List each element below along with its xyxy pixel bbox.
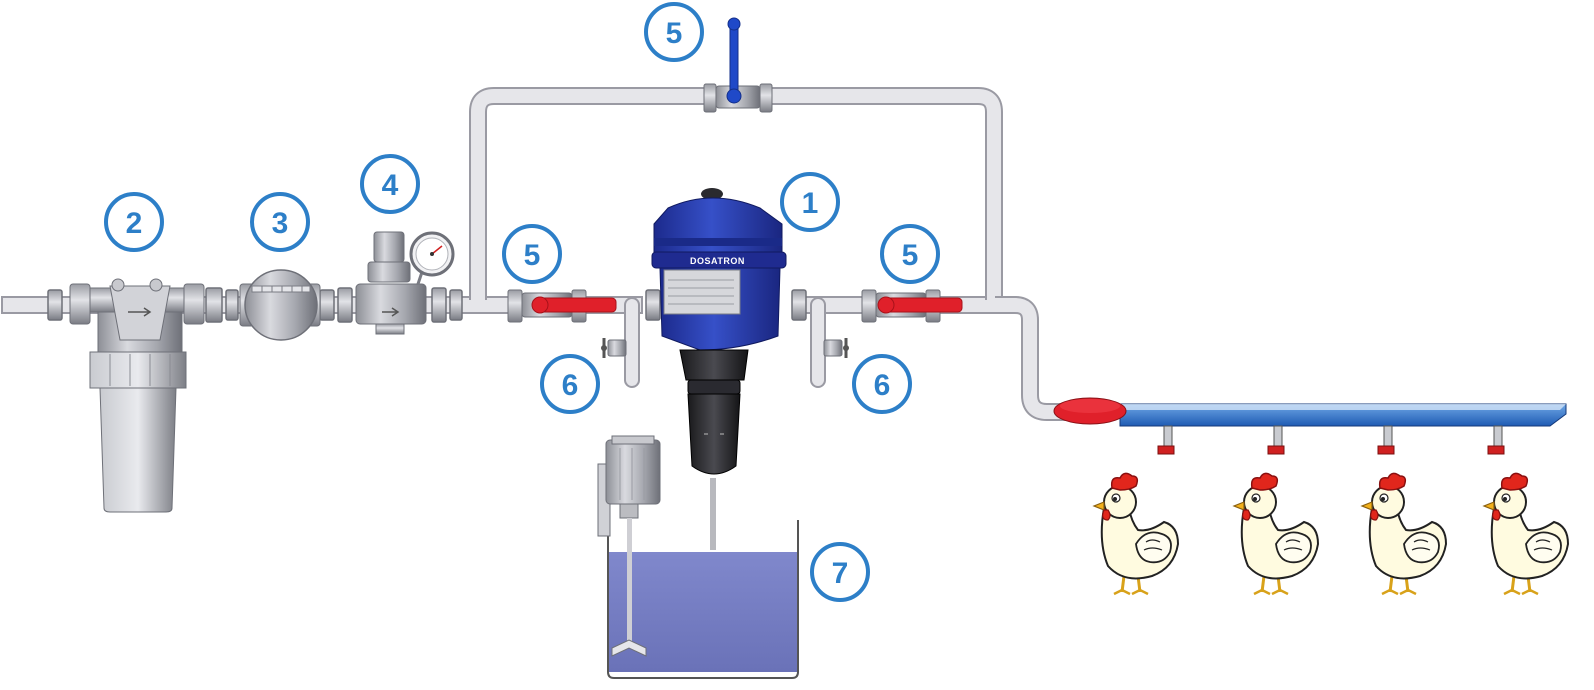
svg-text:4: 4 bbox=[382, 169, 399, 202]
mixer-motor-icon bbox=[597, 435, 661, 657]
dosatron-unit: DOSATRON bbox=[651, 188, 787, 550]
svg-text:7: 7 bbox=[832, 557, 849, 590]
filter-icon bbox=[69, 278, 205, 513]
outlet-drain-tap bbox=[823, 338, 849, 358]
chicken-icon bbox=[1360, 472, 1448, 596]
outlet-valve bbox=[861, 289, 963, 323]
chickens bbox=[1092, 472, 1570, 596]
badge-pressure-reducer: 4 bbox=[360, 154, 420, 214]
badge-inlet-valve: 5 bbox=[502, 224, 562, 284]
svg-text:6: 6 bbox=[874, 369, 891, 402]
svg-text:6: 6 bbox=[562, 369, 579, 402]
chicken-icon bbox=[1232, 472, 1320, 596]
badge-filter: 2 bbox=[104, 192, 164, 252]
drinker-nipple bbox=[1157, 425, 1175, 455]
drinker-nipple bbox=[1377, 425, 1395, 455]
badge-water-meter: 3 bbox=[250, 192, 310, 252]
badge-outlet-valve: 5 bbox=[880, 224, 940, 284]
badge-bypass-valve: 5 bbox=[644, 2, 704, 62]
chicken-icon bbox=[1092, 472, 1180, 596]
badge-outlet-drain: 6 bbox=[852, 354, 912, 414]
drinker-nipple bbox=[1487, 425, 1505, 455]
stock-tank bbox=[607, 520, 799, 679]
water-meter-icon bbox=[239, 269, 321, 341]
svg-text:3: 3 bbox=[272, 207, 289, 240]
dosatron-brand: DOSATRON bbox=[690, 256, 745, 266]
drinker-line bbox=[1053, 397, 1567, 427]
drinker-nipples bbox=[1157, 425, 1505, 455]
inlet-valve bbox=[507, 289, 617, 323]
svg-text:2: 2 bbox=[126, 207, 143, 240]
svg-text:5: 5 bbox=[902, 239, 919, 272]
svg-text:5: 5 bbox=[524, 239, 541, 272]
pipe-fittings bbox=[47, 287, 807, 323]
badge-dosatron-unit: 1 bbox=[780, 172, 840, 232]
inlet-drain-tap bbox=[601, 338, 627, 358]
svg-text:5: 5 bbox=[666, 17, 683, 50]
bypass-valve bbox=[703, 17, 773, 113]
chicken-icon bbox=[1482, 472, 1570, 596]
pressure-gauge-icon bbox=[409, 231, 455, 277]
badge-stock-tank: 7 bbox=[810, 542, 870, 602]
badge-inlet-drain: 6 bbox=[540, 354, 600, 414]
svg-text:1: 1 bbox=[802, 187, 819, 220]
pressure-reducer bbox=[355, 231, 427, 335]
number-badges: 1 2 3 4 5 5 5 6 bbox=[104, 2, 940, 602]
drinker-nipple bbox=[1267, 425, 1285, 455]
